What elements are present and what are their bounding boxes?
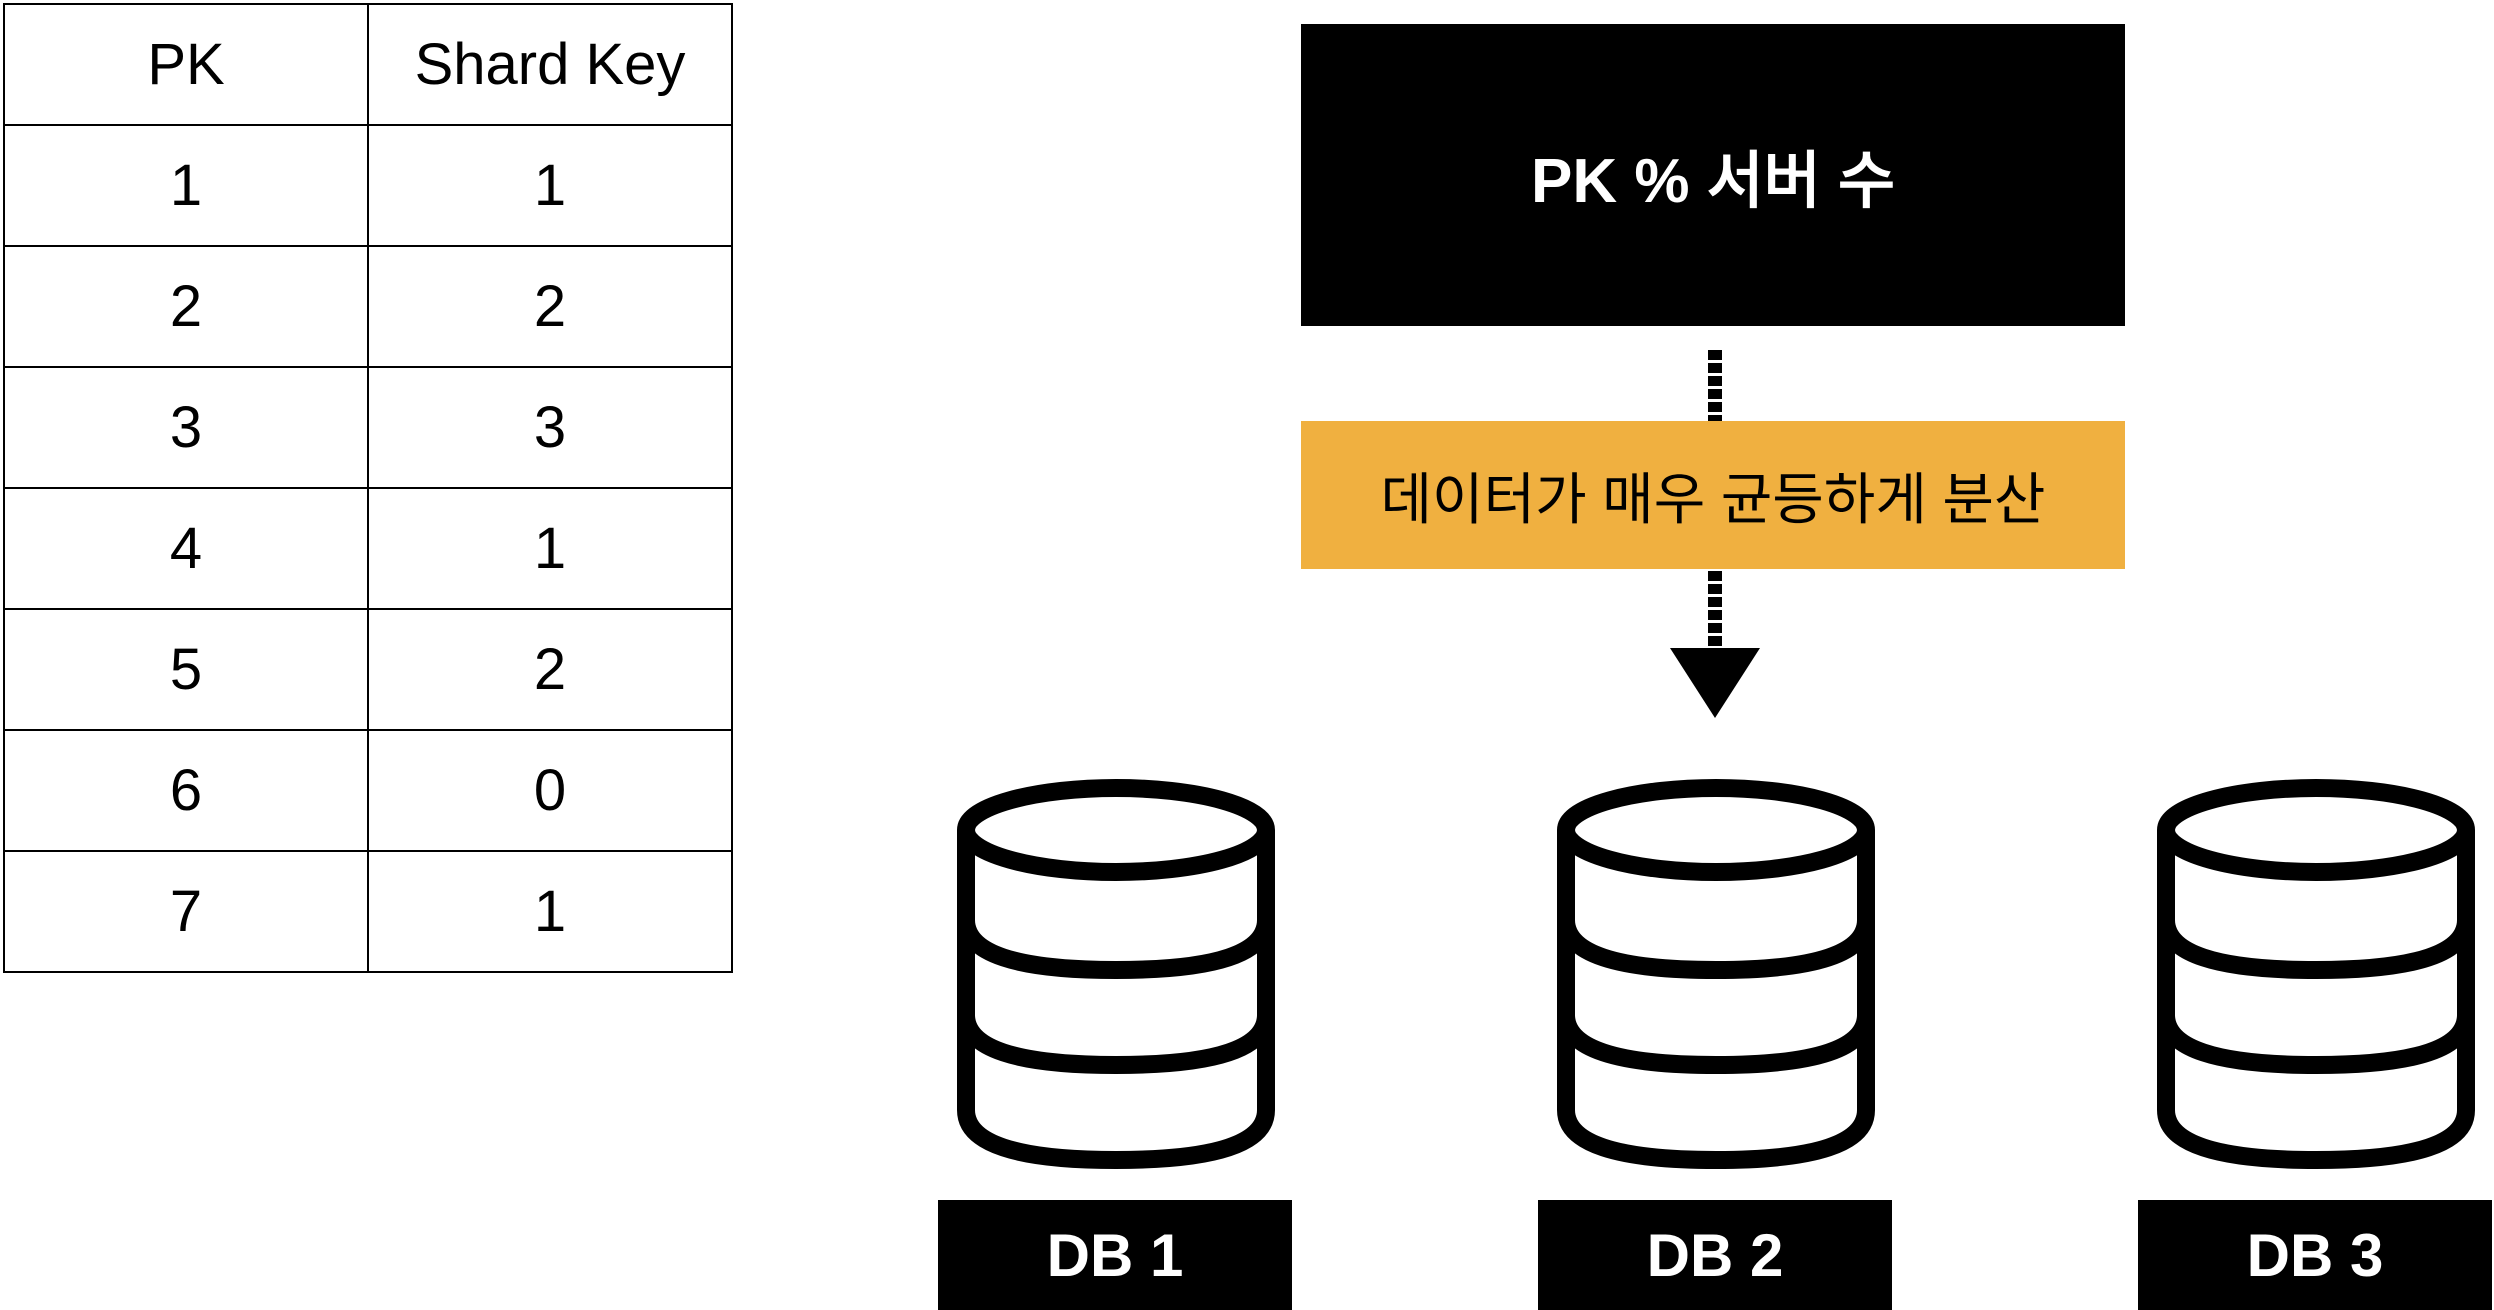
database-icon [1557,779,1875,1169]
table-row: 1 1 [3,124,733,247]
database-icon [2157,779,2475,1169]
db-label-1: DB 1 [938,1200,1292,1310]
distribution-label-text: 데이터가 매우 균등하게 분산 [1380,467,2046,531]
shard-key-cell: 1 [367,487,733,610]
shard-key-cell: 3 [367,366,733,489]
shard-key-cell: 1 [367,124,733,247]
table-row: 6 0 [3,729,733,852]
formula-text: PK % 서버 수 [1530,147,1896,216]
table-row: 3 3 [3,366,733,489]
db-label-3: DB 3 [2138,1200,2492,1310]
shard-key-cell: 2 [367,245,733,368]
table-header-row: PK Shard Key [3,3,733,126]
pk-cell: 6 [3,729,369,852]
table-row: 4 1 [3,487,733,610]
pk-cell: 5 [3,608,369,731]
db-label-text: DB 1 [1046,1221,1184,1289]
distribution-label: 데이터가 매우 균등하게 분산 [1301,421,2125,569]
shard-key-cell: 0 [367,729,733,852]
database-icon [957,779,1275,1169]
formula-box: PK % 서버 수 [1301,24,2125,326]
table-row: 5 2 [3,608,733,731]
column-header-pk: PK [3,3,369,126]
table-row: 7 1 [3,850,733,973]
pk-cell: 3 [3,366,369,489]
pk-cell: 1 [3,124,369,247]
pk-cell: 4 [3,487,369,610]
db-label-text: DB 3 [2246,1221,2384,1289]
shard-table: PK Shard Key 1 1 2 2 3 3 4 1 5 2 6 0 7 [3,3,733,973]
pk-cell: 2 [3,245,369,368]
table-row: 2 2 [3,245,733,368]
shard-key-cell: 2 [367,608,733,731]
column-header-shard-key: Shard Key [367,3,733,126]
db-label-2: DB 2 [1538,1200,1892,1310]
db-label-text: DB 2 [1646,1221,1784,1289]
shard-key-cell: 1 [367,850,733,973]
pk-cell: 7 [3,850,369,973]
